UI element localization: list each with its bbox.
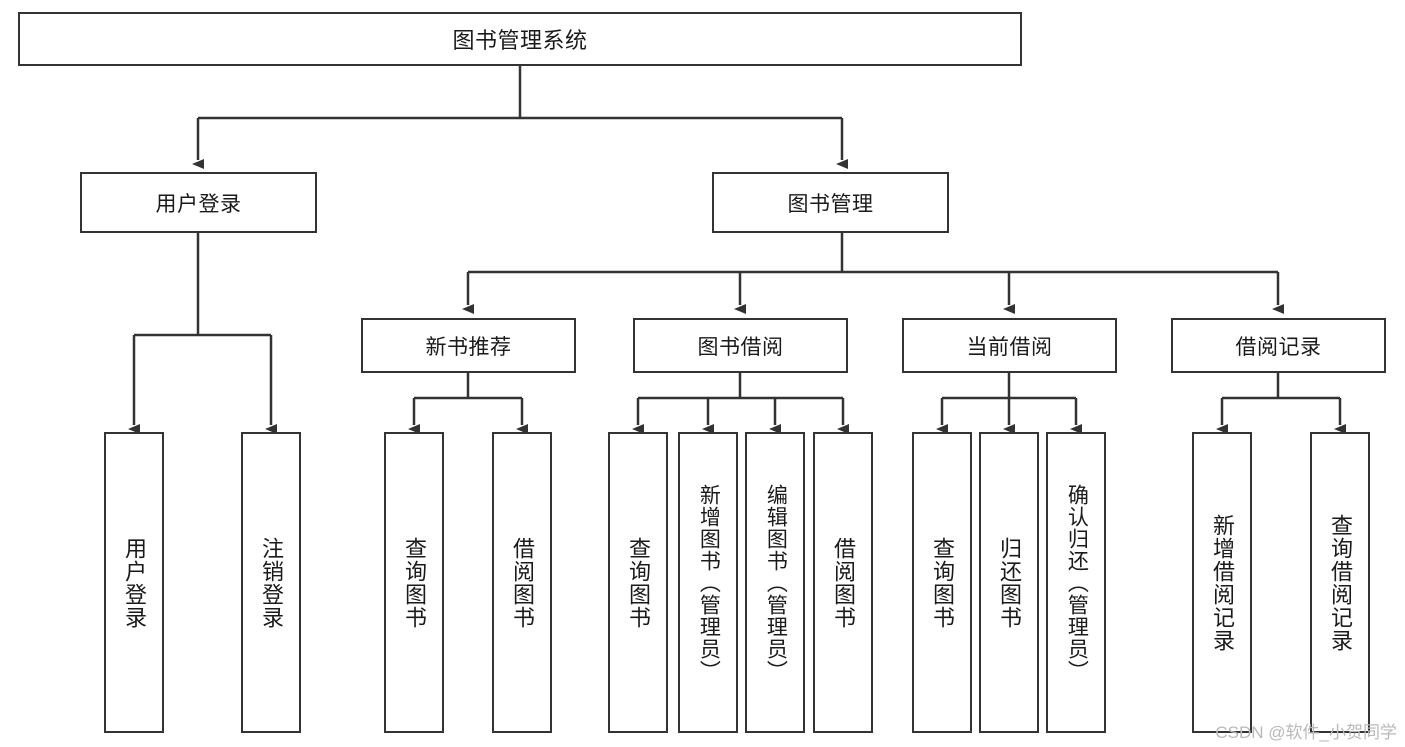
node-leaf-query-book-3[interactable]: 查询图书: [912, 432, 972, 733]
node-leaf-add-book-admin-label: 新增图书（管理员）: [697, 483, 721, 682]
node-leaf-query-book-2[interactable]: 查询图书: [608, 432, 668, 733]
node-leaf-add-borrow-record-label: 新增借阅记录: [1209, 513, 1235, 652]
node-leaf-return-book[interactable]: 归还图书: [979, 432, 1039, 733]
node-leaf-logout[interactable]: 注销登录: [241, 432, 301, 733]
node-leaf-borrow-book-2[interactable]: 借阅图书: [813, 432, 873, 733]
node-leaf-add-book-admin[interactable]: 新增图书（管理员）: [678, 432, 738, 733]
node-leaf-return-book-label: 归还图书: [996, 536, 1022, 629]
node-borrow-record[interactable]: 借阅记录: [1171, 318, 1386, 373]
node-leaf-borrow-book-1[interactable]: 借阅图书: [492, 432, 552, 733]
node-leaf-confirm-return-admin-label: 确认归还（管理员）: [1065, 483, 1089, 682]
node-leaf-add-borrow-record[interactable]: 新增借阅记录: [1192, 432, 1252, 733]
node-user-login[interactable]: 用户登录: [80, 172, 317, 233]
node-leaf-query-book-3-label: 查询图书: [929, 536, 955, 629]
node-book-borrow[interactable]: 图书借阅: [633, 318, 848, 373]
node-leaf-query-book-1-label: 查询图书: [401, 536, 427, 629]
node-leaf-user-login-label: 用户登录: [121, 536, 147, 629]
node-leaf-query-book-2-label: 查询图书: [625, 536, 651, 629]
node-leaf-query-book-1[interactable]: 查询图书: [384, 432, 444, 733]
node-root-图书管理系统[interactable]: 图书管理系统: [18, 12, 1022, 66]
node-leaf-query-borrow-record[interactable]: 查询借阅记录: [1310, 432, 1370, 733]
node-leaf-edit-book-admin-label: 编辑图书（管理员）: [764, 483, 788, 682]
node-leaf-query-borrow-record-label: 查询借阅记录: [1327, 513, 1353, 652]
node-leaf-borrow-book-2-label: 借阅图书: [830, 536, 856, 629]
node-leaf-confirm-return-admin[interactable]: 确认归还（管理员）: [1046, 432, 1106, 733]
watermark-text: CSDN @软件_小贺同学: [1215, 723, 1397, 742]
node-leaf-edit-book-admin[interactable]: 编辑图书（管理员）: [745, 432, 805, 733]
node-book-manage[interactable]: 图书管理: [712, 172, 949, 233]
node-current-borrow[interactable]: 当前借阅: [902, 318, 1117, 373]
node-leaf-logout-label: 注销登录: [258, 536, 284, 629]
node-new-book-recommendation[interactable]: 新书推荐: [361, 318, 576, 373]
node-leaf-borrow-book-1-label: 借阅图书: [509, 536, 535, 629]
node-leaf-user-login[interactable]: 用户登录: [104, 432, 164, 733]
